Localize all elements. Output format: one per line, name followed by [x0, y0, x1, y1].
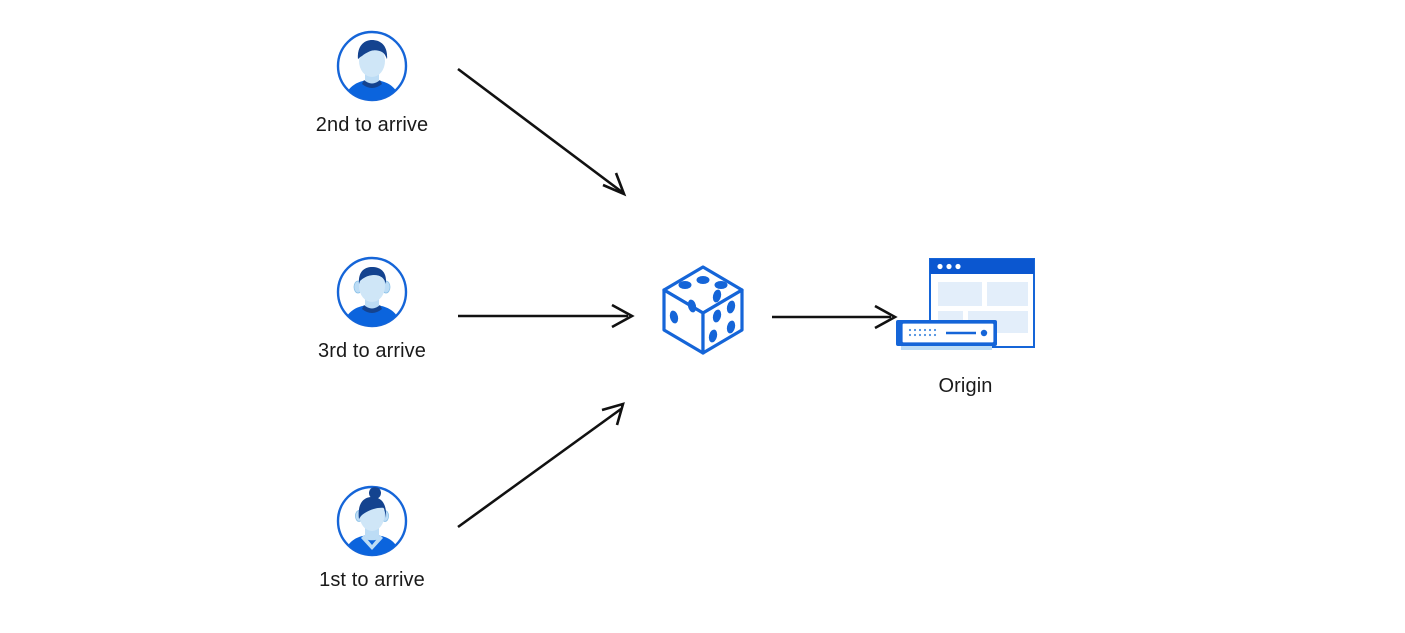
node-origin[interactable]: Origin [888, 255, 1043, 398]
node-actor-1st[interactable]: 1st to arrive [302, 483, 442, 592]
origin-server-icon [888, 255, 1043, 365]
arrow-1st-to-dice [457, 402, 625, 529]
node-randomizer[interactable] [655, 262, 750, 358]
node-label: 1st to arrive [319, 569, 425, 591]
node-actor-3rd[interactable]: 3rd to arrive [302, 254, 442, 363]
user-avatar-icon [334, 28, 410, 104]
node-actor-2nd[interactable]: 2nd to arrive [302, 28, 442, 137]
arrow-3rd-to-dice [458, 303, 635, 329]
dice-icon [657, 262, 749, 358]
node-label: 3rd to arrive [317, 340, 426, 362]
user-avatar-icon [334, 254, 410, 330]
arrow-2nd-to-dice [457, 67, 627, 197]
server-router [896, 320, 997, 350]
arrow-dice-to-origin [772, 304, 898, 330]
node-label: 2nd to arrive [315, 114, 429, 136]
user-avatar-icon [334, 483, 410, 559]
node-label: Origin [938, 375, 993, 397]
